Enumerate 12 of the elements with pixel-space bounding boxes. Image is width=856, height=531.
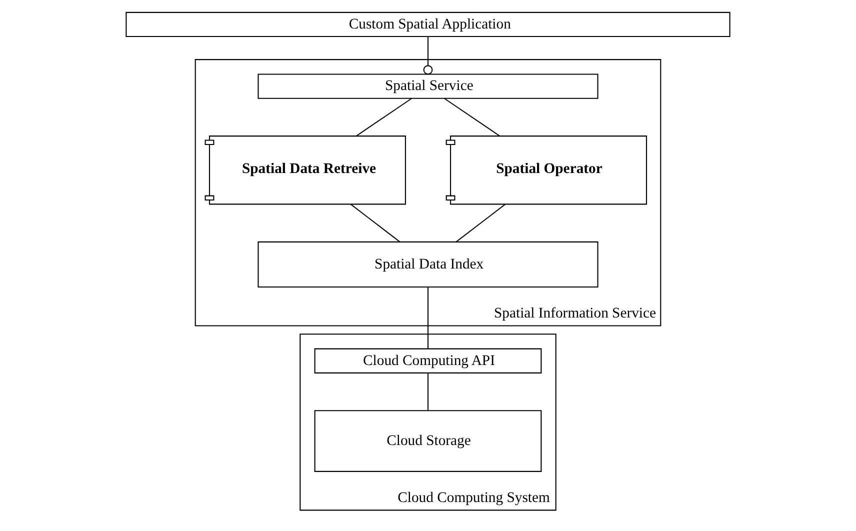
node-box: Spatial Service [258, 74, 598, 99]
connector [456, 204, 506, 242]
connector [427, 373, 429, 411]
connector [444, 98, 500, 136]
node-box: Cloud Computing API [314, 348, 542, 374]
connector [423, 36, 433, 75]
node-box: Spatial Data Index [258, 241, 598, 288]
connector [350, 204, 400, 242]
node-box: Cloud Storage [314, 410, 542, 472]
connector [427, 287, 429, 349]
connector [356, 98, 412, 136]
node-box: Custom Spatial Application [126, 12, 730, 38]
